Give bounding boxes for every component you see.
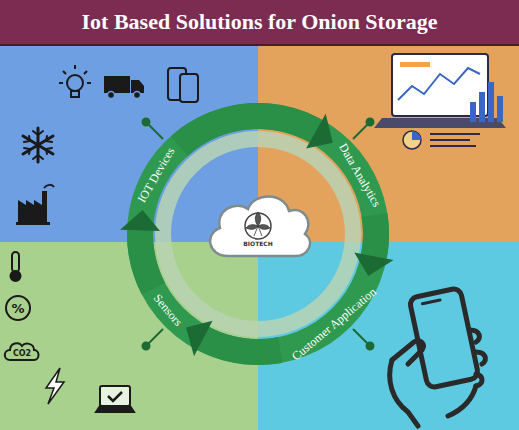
arrow-arc (374, 215, 376, 256)
check-mark (108, 392, 122, 401)
logo-circle (245, 213, 271, 239)
snowflake-tips (24, 131, 52, 159)
logo-text: BIOTECH (200, 240, 316, 248)
cloud-platform: BIOTECH (200, 188, 316, 264)
arrow-head (120, 210, 160, 231)
phone-outline (409, 288, 479, 389)
monitor (100, 386, 130, 406)
co2-cloud (5, 343, 39, 360)
inner-ring (163, 139, 353, 329)
cloud-shape (200, 188, 316, 264)
factory-smoke (44, 185, 54, 188)
screen-bar (400, 62, 430, 67)
thermometer-tube (12, 252, 19, 272)
hand-palm (390, 360, 418, 426)
pointer-dot (367, 343, 374, 350)
thermometer-bulb (11, 271, 21, 281)
text-lines (430, 134, 480, 146)
arrow-arc (203, 339, 280, 352)
factory-building (18, 191, 47, 222)
factory-ground (16, 222, 50, 225)
factory-icon (16, 185, 54, 225)
icon-label: % (11, 301, 24, 316)
humidity-circle (6, 296, 30, 320)
arrow-arc (179, 116, 316, 146)
logo-flower (246, 212, 270, 236)
snowflake-arms (23, 128, 53, 162)
arrow-head (186, 321, 213, 356)
pointer-dot (143, 343, 150, 350)
pie-chart (403, 131, 421, 149)
truck-icon (104, 76, 144, 99)
laptop-base (374, 118, 506, 128)
fingers (470, 330, 485, 386)
tablet-outline (180, 74, 198, 102)
arrow-head (354, 252, 393, 276)
pointer-dot (143, 119, 150, 126)
computer-icon (96, 386, 134, 412)
bar (479, 92, 485, 122)
diagram-title: Iot Based Solutions for Onion Storage (82, 9, 438, 35)
hand-edge (448, 386, 476, 416)
hand-phone-illustration (390, 288, 486, 426)
bar (488, 82, 494, 122)
thumb (392, 341, 423, 364)
bulb-rays (59, 65, 91, 83)
cycle-arrow (354, 215, 393, 276)
cycle-arrow (120, 210, 160, 289)
truck-box (104, 76, 130, 93)
thermometer-icon (11, 252, 21, 281)
bulb-glass (67, 75, 83, 91)
bar (470, 102, 476, 122)
pointer-dot (367, 119, 374, 126)
arrow-arc (140, 230, 153, 288)
pie-slice (412, 131, 421, 140)
phone-speaker (422, 300, 440, 304)
cycle-arrow (186, 321, 280, 356)
cloud-outline (210, 196, 310, 256)
title-bar: Iot Based Solutions for Onion Storage (0, 0, 519, 46)
cycle-arrow (179, 114, 332, 149)
device-icon (168, 68, 198, 102)
icon-label: CO2 (13, 349, 31, 358)
truck-wheel (134, 92, 141, 99)
keyboard (96, 406, 134, 412)
bulb-base (71, 91, 79, 97)
bar (497, 96, 503, 122)
bulb-icon (59, 65, 91, 97)
power-icon (46, 368, 64, 404)
arrow-head (306, 114, 333, 149)
line-chart (398, 68, 480, 100)
bar-chart (470, 82, 503, 122)
analytics-illustration (374, 54, 506, 149)
truck-wheel (108, 92, 115, 99)
snowflake-icon (23, 128, 53, 162)
